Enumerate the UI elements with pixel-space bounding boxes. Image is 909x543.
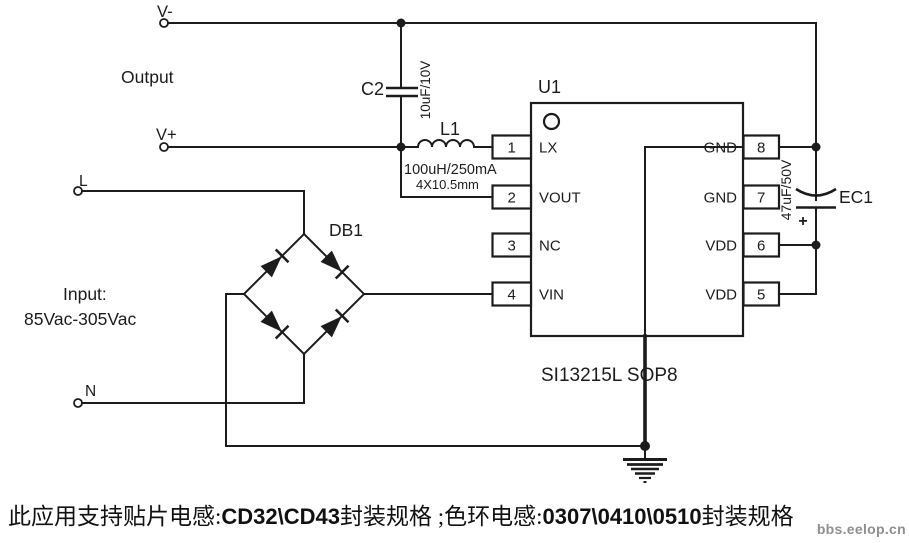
left-pin-wires [363, 146, 494, 295]
diode-arrow [260, 310, 282, 332]
pin-number-1: 1 [508, 140, 516, 157]
wire-bridge-negative [225, 293, 646, 447]
pin-name-gnd7: GND [704, 190, 738, 207]
caption-seg5: 封装规格 [701, 504, 794, 529]
diode-topleft [260, 248, 290, 278]
input-section: L N Input: 85Vac-305Vac [24, 173, 305, 408]
v-minus-terminal [159, 18, 169, 28]
ec1-plate-negative [795, 187, 837, 197]
live-terminal [73, 186, 83, 196]
v-plus-terminal [159, 142, 169, 152]
pin-name-nc: NC [539, 238, 561, 255]
pin-box-7 [742, 184, 781, 210]
capacitor-c2: C2 10uF/10V [361, 22, 433, 148]
ec1-polarity-label: + [798, 213, 807, 230]
pin1-marker-icon [542, 112, 561, 131]
caption-seg4: 0307\0410\0510 [542, 504, 702, 529]
right-rail-ec1: EC1 47uF/50V + [778, 22, 873, 295]
watermark: bbs.eelop.cn [816, 521, 906, 537]
pin-box-4 [491, 281, 533, 307]
pin-number-3: 3 [508, 238, 516, 255]
pin-number-8: 8 [757, 140, 765, 157]
diode-arrow [320, 316, 342, 338]
pin-box-1 [491, 134, 533, 160]
c2-value-label: 10uF/10V [418, 61, 433, 120]
bridge-rectifier-db1: DB1 [225, 220, 646, 447]
caption: 此应用支持贴片电感:CD32\CD43封装规格 ;色环电感:0307\0410\… [8, 497, 794, 531]
u1-body [529, 101, 745, 338]
diode-topright [320, 250, 350, 280]
pin-number-4: 4 [508, 287, 516, 304]
input-label-line2: 85Vac-305Vac [24, 309, 136, 329]
pin-number-5: 5 [757, 287, 765, 304]
ec1-value-label: 47uF/50V [778, 159, 794, 220]
l1-value-label: 100uH/250mA [404, 162, 497, 178]
pin-number-7: 7 [757, 190, 765, 207]
pin-name-vin: VIN [539, 287, 564, 304]
pin-name-vdd5: VDD [705, 287, 737, 304]
pin-box-2 [491, 184, 533, 210]
diode-arrow [260, 256, 282, 278]
pin-number-2: 2 [508, 190, 516, 207]
circuit-schematic: V- Output V+ C2 10uF/10V L1 100uH/250mA … [24, 3, 873, 483]
caption-seg1: 此应用支持贴片电感: [8, 504, 222, 529]
diode-cathode-bar [274, 324, 290, 340]
pin-name-lx: LX [539, 140, 557, 157]
ground-net [623, 146, 744, 483]
u1-part-label: SI13215L SOP8 [541, 365, 678, 386]
neutral-terminal [73, 398, 83, 408]
l1-size-label: 4X10.5mm [416, 177, 479, 192]
neutral-label: N [85, 383, 96, 400]
ic-u1: U1 1 2 3 4 LX VOUT NC VIN GND GND VDD VD… [491, 77, 781, 386]
junction-dot [811, 240, 821, 250]
diode-cathode-bar [334, 264, 350, 280]
ec1-ref-label: EC1 [839, 187, 873, 207]
output-section: V- Output V+ [121, 3, 817, 152]
diode-cathode-bar [334, 308, 350, 324]
diode-arrow [320, 250, 342, 272]
caption-seg3: 封装规格 ;色环电感: [340, 504, 543, 529]
l1-ref-label: L1 [440, 119, 460, 139]
pin-name-vout: VOUT [539, 190, 581, 207]
l1-coil [416, 139, 476, 149]
output-label: Output [121, 67, 174, 87]
pin-name-vdd6: VDD [705, 238, 737, 255]
caption-seg2: CD32\CD43 [221, 504, 340, 529]
diode-bottomright [320, 308, 350, 338]
c2-ref-label: C2 [361, 79, 384, 99]
pin-box-3 [491, 232, 533, 258]
u1-ref-label: U1 [538, 77, 561, 97]
live-label: L [79, 173, 88, 190]
diode-cathode-bar [274, 248, 290, 264]
junction-dot [811, 142, 821, 152]
input-label-line1: Input: [63, 284, 107, 304]
earth-ground-icon [623, 445, 667, 483]
db1-ref-label: DB1 [329, 220, 363, 240]
diode-bottomleft [260, 310, 290, 340]
v-minus-label: V- [157, 3, 173, 21]
pin-number-6: 6 [757, 238, 765, 255]
v-plus-label: V+ [156, 126, 177, 144]
inductor-l1: L1 100uH/250mA 4X10.5mm [400, 119, 497, 192]
